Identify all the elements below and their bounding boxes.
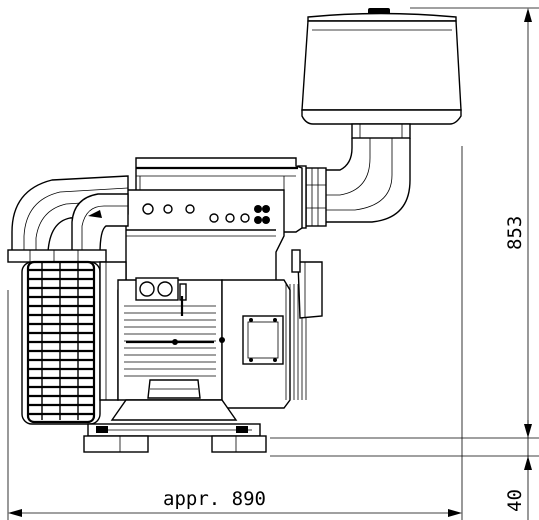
base-frame xyxy=(83,399,267,453)
base-height-dimension-label: 40 xyxy=(504,489,526,512)
fan-guard xyxy=(21,260,101,425)
side-duct-bends xyxy=(7,175,129,263)
electric-motor xyxy=(117,277,223,401)
intake-elbow-pipe xyxy=(297,138,411,229)
dimension-lines xyxy=(7,7,539,520)
width-dimension-label: appr. 890 xyxy=(163,488,266,510)
terminal-panel xyxy=(125,189,285,283)
motor-end-bell xyxy=(219,249,323,409)
air-filter xyxy=(301,8,462,139)
height-dimension-label: 853 xyxy=(504,216,526,250)
